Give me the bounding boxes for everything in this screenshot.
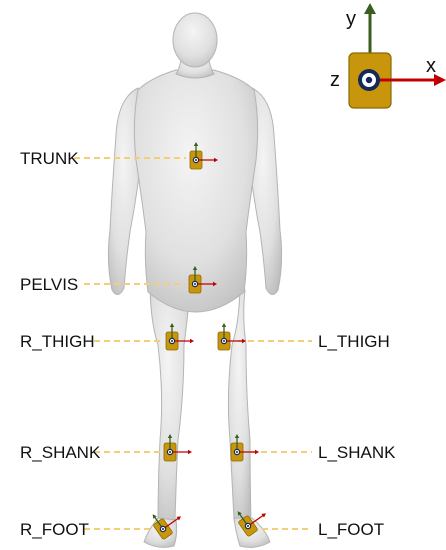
sensor-z-dot-r_thigh [171, 340, 173, 342]
sensor-x-arrowhead-r_thigh [190, 339, 194, 343]
sensor-label-l_shank: L_SHANK [318, 443, 396, 462]
left-leg [228, 282, 251, 522]
head [173, 13, 217, 67]
legend-x-label: x [426, 55, 436, 77]
legend-z-marker-dot [366, 77, 372, 83]
sensor-z-dot-trunk [195, 159, 197, 161]
sensor-z-dot-pelvis [194, 283, 196, 285]
axis-legend: y x z [330, 3, 446, 108]
sensor-x-arrowhead-r_shank [188, 450, 192, 454]
legend-y-label: y [346, 8, 356, 30]
sensor-label-pelvis: PELVIS [20, 275, 78, 294]
sensor-label-l_foot: L_FOOT [318, 520, 384, 539]
right-leg [150, 282, 190, 522]
sensor-label-r_foot: R_FOOT [20, 520, 89, 539]
sensor-y-arrowhead-l_thigh [222, 323, 226, 327]
legend-z-label: z [330, 69, 340, 91]
sensor-label-l_thigh: L_THIGH [318, 332, 390, 351]
sensor-z-dot-r_shank [169, 451, 171, 453]
sensor-z-dot-l_thigh [223, 340, 225, 342]
sensor-label-r_thigh: R_THIGH [20, 332, 95, 351]
sensor-label-r_shank: R_SHANK [20, 443, 101, 462]
legend-y-arrowhead [364, 3, 376, 14]
sensor-z-dot-l_shank [236, 451, 238, 453]
sensor-x-arrowhead-l_shank [255, 450, 259, 454]
sensor-label-trunk: TRUNK [20, 149, 79, 168]
